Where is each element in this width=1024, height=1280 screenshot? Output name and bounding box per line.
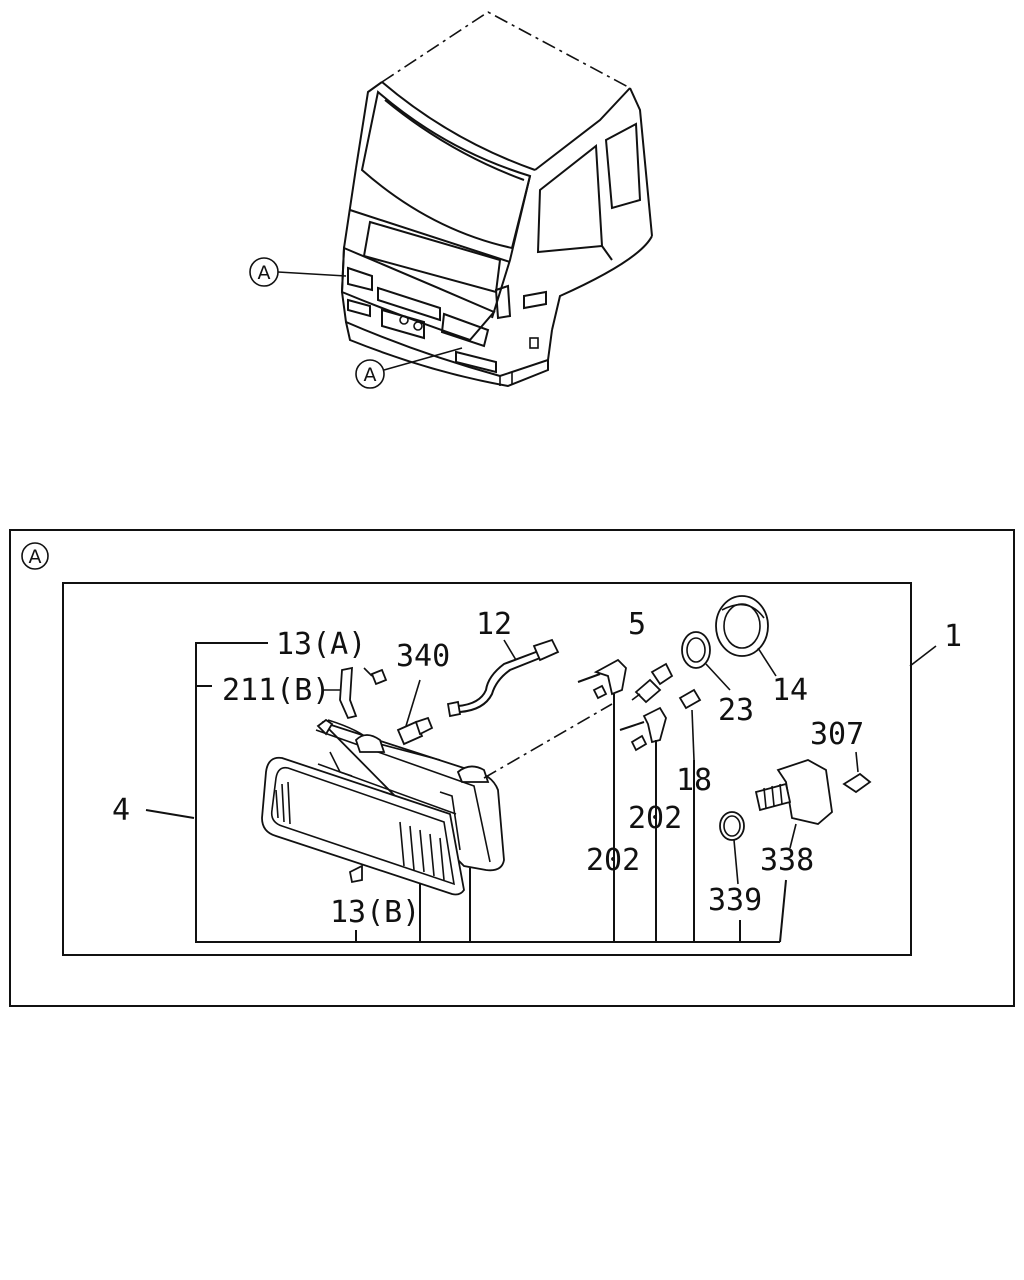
label-340: 340 bbox=[396, 639, 450, 674]
callout-a-upper: A bbox=[249, 257, 347, 287]
label-12: 12 bbox=[476, 607, 512, 642]
part-23-ring bbox=[681, 631, 731, 691]
part-5-bulb bbox=[631, 662, 674, 704]
label-202-lower: 202 bbox=[586, 843, 640, 878]
part-211b-bracket bbox=[339, 666, 358, 720]
label-202-upper: 202 bbox=[628, 801, 682, 836]
callout-a-detail: A bbox=[21, 542, 49, 570]
label-339: 339 bbox=[708, 883, 762, 918]
headlamp-assembly bbox=[261, 718, 505, 896]
label-338: 338 bbox=[760, 843, 814, 878]
part-labels: 13(A) 211(B) 340 12 5 1 14 23 307 18 202… bbox=[112, 607, 962, 930]
label-13a: 13(A) bbox=[276, 627, 366, 662]
part-307-screw bbox=[842, 751, 872, 794]
callout-a-lower: A bbox=[355, 347, 463, 389]
label-23: 23 bbox=[718, 693, 754, 728]
truck-cab-illustration bbox=[340, 11, 653, 388]
part-338-socket bbox=[754, 759, 833, 849]
part-202-holder-upper bbox=[577, 658, 627, 700]
detail-frame-outer bbox=[9, 529, 1015, 1007]
label-14: 14 bbox=[772, 673, 808, 708]
label-18: 18 bbox=[676, 763, 712, 798]
part-339-oring bbox=[719, 811, 745, 885]
label-211b: 211(B) bbox=[222, 673, 330, 708]
callout-a-lower-label: A bbox=[364, 364, 377, 386]
label-1: 1 bbox=[944, 619, 962, 654]
label-4: 4 bbox=[112, 793, 130, 828]
part-14-cap bbox=[715, 595, 777, 677]
part-18-screw bbox=[678, 688, 702, 761]
label-307: 307 bbox=[810, 717, 864, 752]
part-13b-clip bbox=[348, 864, 363, 884]
label-13b: 13(B) bbox=[330, 895, 420, 930]
callout-a-upper-label: A bbox=[258, 262, 271, 284]
label-5: 5 bbox=[628, 607, 646, 642]
callout-a-detail-label: A bbox=[29, 546, 42, 568]
part-340-socket bbox=[396, 679, 434, 746]
detail-frame-inner bbox=[62, 582, 912, 956]
part-13a-clip bbox=[363, 667, 388, 686]
part-202-holder-lower bbox=[619, 706, 667, 752]
part-12-harness bbox=[446, 638, 560, 718]
leader-lines bbox=[145, 642, 937, 943]
